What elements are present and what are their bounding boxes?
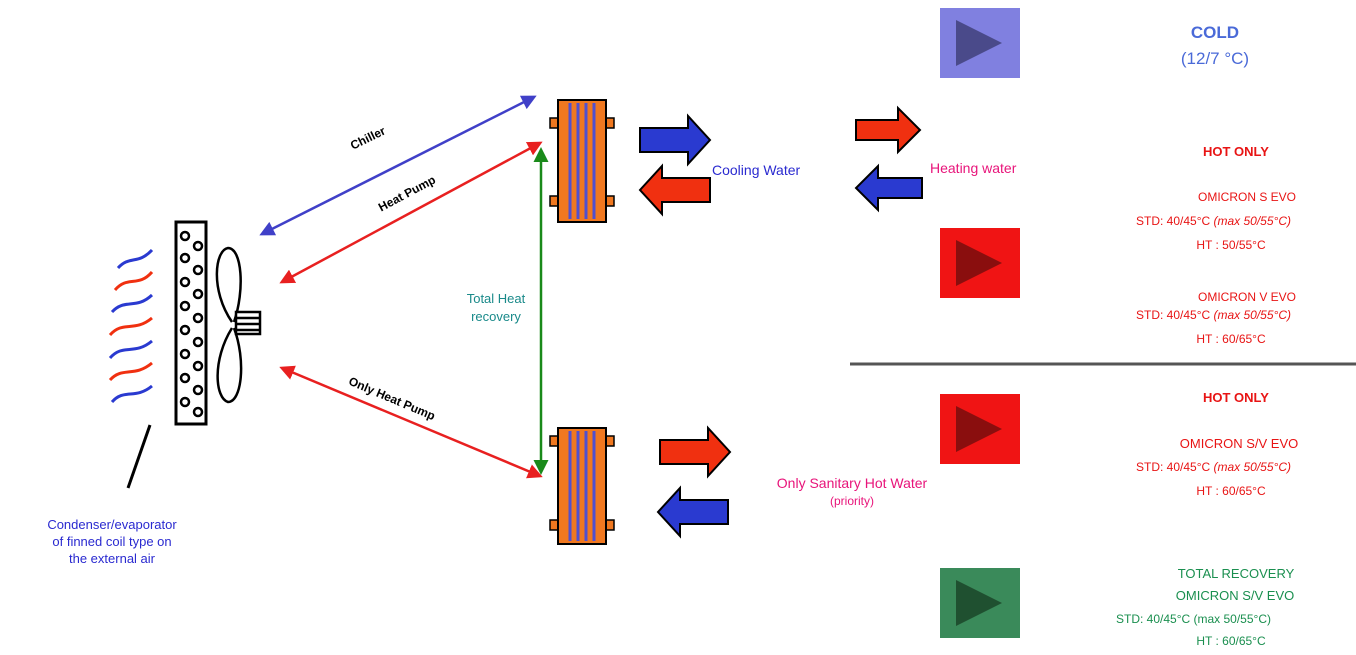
fan-icon [215, 246, 262, 404]
finned-coil-icon [174, 220, 208, 426]
std-spec-1-max: (max 50/55°C) [1213, 214, 1292, 228]
ht-spec-4: HT : 60/65°C [1196, 634, 1266, 648]
std-spec-3-main: STD: 40/45°C [1136, 460, 1214, 474]
ht-spec-3: HT : 60/65°C [1196, 484, 1266, 498]
cold-temp: (12/7 °C) [1180, 49, 1250, 68]
cooling-water-out-arrow [639, 113, 712, 167]
total-recovery-tile [940, 568, 1020, 638]
chiller-line [259, 95, 537, 236]
airflow-line-5 [108, 339, 153, 360]
cold-tile [940, 8, 1020, 78]
std-spec-3-max: (max 50/55°C) [1213, 460, 1292, 474]
std-spec-4: STD: 40/45°C (max 50/55°C) [1116, 612, 1271, 626]
hot-only-tile [940, 228, 1020, 298]
model-omicron-sv-evo-1: OMICRON S/V EVO [1179, 436, 1299, 451]
heating-water-label: Heating water [930, 160, 1017, 176]
airflow-line-3 [110, 293, 154, 314]
airflow-lines [108, 248, 154, 404]
hot-only-title-1: HOT ONLY [1203, 144, 1269, 159]
heating-water-in-arrow [854, 163, 923, 213]
condenser-label-line-3: the external air [69, 551, 155, 566]
airflow-line-7 [110, 384, 153, 404]
cooling-water-in-arrow [638, 163, 711, 217]
total-recovery-title: TOTAL RECOVERY [1177, 566, 1295, 581]
heat-pump-line [279, 141, 543, 284]
std-spec-1: STD: 40/45°C (max 50/55°C) [1136, 214, 1291, 228]
cold-panel-text: COLD (12/7 °C) [1150, 20, 1280, 72]
cold-title: COLD [1190, 23, 1240, 42]
plate-heat-exchanger-icon [549, 427, 615, 545]
std-spec-2-max: (max 50/55°C) [1213, 308, 1292, 322]
std-spec-2: STD: 40/45°C (max 50/55°C) [1136, 308, 1291, 322]
sanitary-label: Only Sanitary Hot Water (priority) [742, 474, 962, 510]
model-omicron-s-evo: OMICRON S EVO [1197, 190, 1296, 204]
play-arrow-icon [956, 406, 1002, 452]
ht-spec-1: HT : 50/55°C [1196, 238, 1266, 252]
std-spec-1-main: STD: 40/45°C [1136, 214, 1214, 228]
total-heat-recovery-line-1: Total Heat [466, 291, 526, 306]
airflow-line-6 [108, 361, 153, 382]
cooling-water-label: Cooling Water [712, 162, 801, 178]
play-arrow-icon [956, 20, 1002, 66]
play-arrow-icon [956, 580, 1002, 626]
condenser-label-line-2: of finned coil type on [52, 534, 172, 549]
std-spec-2-main: STD: 40/45°C [1136, 308, 1214, 322]
sanitary-label-line-1: Only Sanitary Hot Water [776, 475, 928, 491]
condenser-pointer [126, 424, 152, 489]
airflow-line-4 [108, 316, 153, 337]
hot-only-tile-2 [940, 394, 1020, 464]
sanitary-out-arrow [659, 425, 732, 479]
airflow-line-1 [116, 248, 154, 270]
plate-heat-exchanger-icon [549, 99, 615, 223]
sanitary-label-line-2: (priority) [830, 494, 874, 508]
heating-water-out-arrow [855, 105, 922, 155]
play-arrow-icon [956, 240, 1002, 286]
total-heat-recovery-label: Total Heat recovery [446, 290, 546, 326]
hot-only-title-2: HOT ONLY [1203, 390, 1269, 405]
total-heat-recovery-line-2: recovery [471, 309, 521, 324]
std-spec-3: STD: 40/45°C (max 50/55°C) [1136, 460, 1291, 474]
model-omicron-v-evo: OMICRON V EVO [1197, 290, 1296, 304]
only-heat-pump-line [279, 365, 543, 479]
condenser-label: Condenser/evaporator of finned coil type… [12, 516, 212, 567]
ht-spec-2: HT : 60/65°C [1196, 332, 1266, 346]
airflow-line-2 [113, 270, 154, 292]
sanitary-in-arrow [656, 485, 729, 539]
model-omicron-sv-evo-2: OMICRON S/V EVO [1175, 588, 1295, 603]
condenser-label-line-1: Condenser/evaporator [47, 517, 177, 532]
